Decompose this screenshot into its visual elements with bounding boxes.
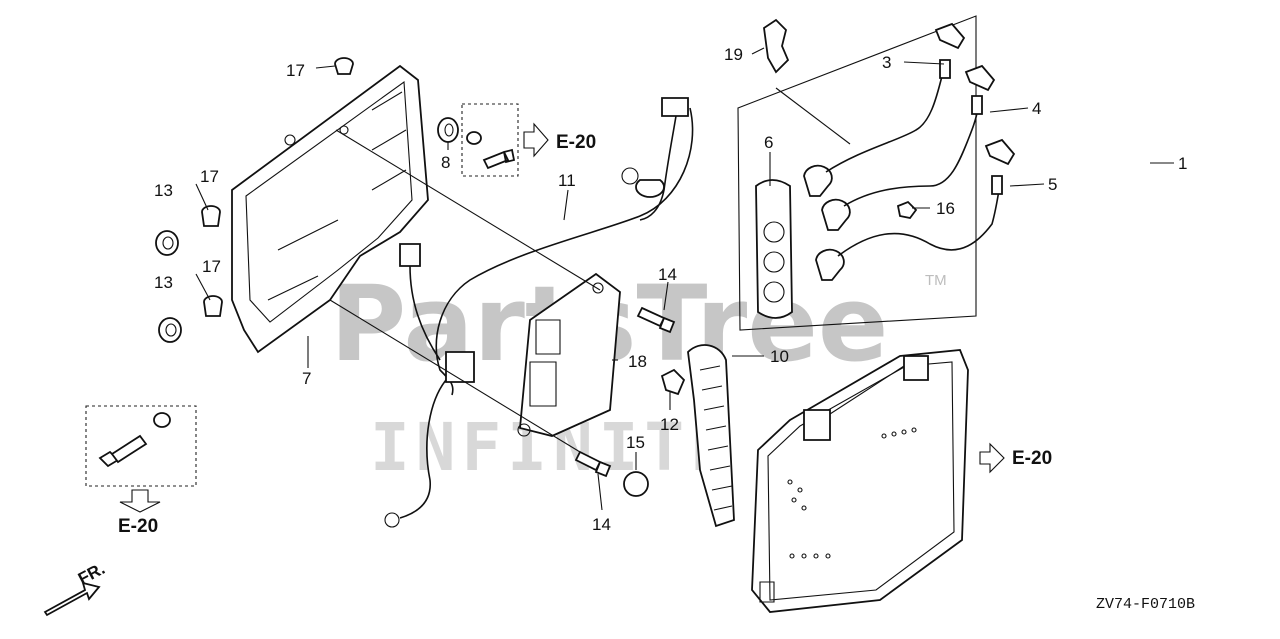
callout-7: 7 <box>302 369 311 388</box>
screw-17-low <box>203 295 223 317</box>
coil-holder <box>755 179 793 319</box>
callouts: 1 3 4 5 6 7 8 10 11 12 13 13 14 14 15 16… <box>154 45 1187 534</box>
callout-6: 6 <box>764 133 773 152</box>
grommet-8 <box>437 117 459 143</box>
ref-e20-bottom-left: E-20 <box>118 516 158 537</box>
diagram-code: ZV74-F0710B <box>1096 596 1195 613</box>
clamp-19 <box>763 18 790 74</box>
clip-16 <box>896 200 918 219</box>
callout-17-mid: 17 <box>200 167 219 186</box>
ref-e20-top: E-20 <box>556 132 596 153</box>
callout-1: 1 <box>1178 154 1187 173</box>
callout-11: 11 <box>558 171 576 190</box>
arrow-down-icon <box>119 489 161 513</box>
callout-10: 10 <box>770 347 789 366</box>
ignition-coil-3 <box>803 22 966 197</box>
bolt-14-upper <box>636 306 676 334</box>
cable-tie-strip <box>687 344 735 528</box>
arrow-e20-right: E-20 <box>979 442 1052 474</box>
bolt-washer-kit-box: E-20 <box>85 405 197 537</box>
harness-connector-top <box>661 97 689 117</box>
arrow-right-icon-top <box>523 122 549 158</box>
harness-connector-left <box>399 243 421 267</box>
ignition-coil-5 <box>815 138 1016 281</box>
washer-icon-top <box>466 131 482 145</box>
ignition-coil-assembly-box <box>737 15 977 331</box>
screw-17-top <box>315 57 354 75</box>
callout-15: 15 <box>626 433 645 452</box>
callout-5: 5 <box>1048 175 1057 194</box>
callout-12: 12 <box>660 415 679 434</box>
callout-4: 4 <box>1032 99 1041 118</box>
callout-8: 8 <box>441 153 450 172</box>
ground-terminal-icon <box>384 512 400 528</box>
arrow-right-icon <box>979 442 1005 474</box>
ignition-coil-4 <box>821 64 996 231</box>
callout-13-top: 13 <box>154 181 173 200</box>
dashed-box-left <box>85 405 197 487</box>
washer-icon <box>153 412 171 428</box>
grommet-13-bottom <box>158 317 182 343</box>
bolt-icon <box>98 434 148 468</box>
front-label: FR. <box>75 559 108 589</box>
front-arrow-icon <box>43 581 101 617</box>
callout-13-bottom: 13 <box>154 273 173 292</box>
callout-14-upper: 14 <box>658 265 677 284</box>
dashed-box-top <box>461 103 519 177</box>
bolt-icon-top <box>482 148 516 170</box>
callout-18: 18 <box>628 352 647 371</box>
callout-17-top: 17 <box>286 61 305 80</box>
bolt-14-lower <box>574 450 612 478</box>
screw-17-mid <box>201 205 221 227</box>
leader-lines <box>195 47 1174 511</box>
callout-14-lower: 14 <box>592 515 611 534</box>
control-module <box>517 272 621 437</box>
callout-17-low: 17 <box>202 257 221 276</box>
ref-e20-right: E-20 <box>1012 448 1052 469</box>
front-direction-marker: FR. <box>43 559 108 617</box>
control-panel-frame <box>231 64 429 354</box>
ring-terminal-icon <box>621 167 639 185</box>
grommet-13-top <box>155 230 179 256</box>
wire-harness <box>384 97 694 528</box>
bolt-washer-box-top: E-20 <box>461 103 596 177</box>
clip-12 <box>660 368 686 396</box>
callout-3: 3 <box>882 53 891 72</box>
side-cover <box>751 349 969 613</box>
watermark-trademark: TM <box>925 272 947 289</box>
harness-connector-main <box>445 351 475 383</box>
callout-16: 16 <box>936 199 955 218</box>
callout-19: 19 <box>724 45 743 64</box>
cap-15 <box>623 471 649 497</box>
